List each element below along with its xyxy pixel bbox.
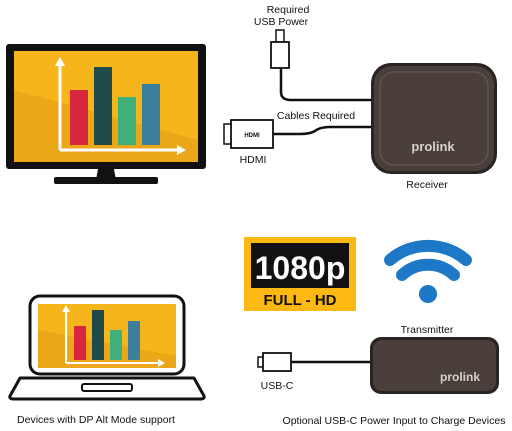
receiver-box-icon: prolink <box>371 63 497 174</box>
cables-required-label: Cables Required <box>277 110 355 122</box>
hdmi-plug-body <box>230 119 274 149</box>
wifi-dot <box>419 285 437 303</box>
laptop-bar-red <box>74 326 86 360</box>
wifi-arc-outer <box>384 239 472 266</box>
usb-power-cable <box>279 68 385 102</box>
hdmi-cable <box>273 125 385 136</box>
receiver-bevel <box>379 71 489 166</box>
monitor-base <box>54 177 158 184</box>
transmitter-label: Transmitter <box>401 324 454 336</box>
chart-y-axis-arrow <box>55 57 65 66</box>
laptop-chart-y-arrow <box>62 305 70 312</box>
chart-x-axis-arrow <box>177 145 186 155</box>
wifi-icon <box>384 239 472 303</box>
wifi-arc-middle <box>396 258 460 281</box>
chart-bar-green <box>118 97 136 145</box>
laptop-bar-green <box>110 330 122 360</box>
chart-bar-blue <box>142 84 160 145</box>
usb-plug-icon <box>270 29 290 69</box>
full-hd-badge: 1080p FULL - HD <box>244 237 356 311</box>
receiver-body <box>374 66 494 171</box>
transmitter-body <box>373 340 496 391</box>
usbc-plug-body <box>262 352 292 372</box>
transmitter-logo: prolink <box>440 370 480 384</box>
receiver-logo: prolink <box>411 139 455 154</box>
devices-caption: Devices with DP Alt Mode support <box>17 414 175 426</box>
laptop-touchpad <box>81 383 133 392</box>
chart-bar-red <box>70 90 88 145</box>
required-usb-power-label-2: USB Power <box>254 16 309 28</box>
laptop-chart-x-arrow <box>158 359 165 367</box>
usb-plug-tip <box>275 29 285 43</box>
optional-power-label: Optional USB-C Power Input to Charge Dev… <box>283 415 506 427</box>
hdmi-plug-icon: HDMI <box>223 119 274 149</box>
required-usb-power-label-1: Required <box>267 4 310 16</box>
receiver-label: Receiver <box>406 179 448 191</box>
laptop-icon <box>8 294 206 401</box>
laptop-bar-blue <box>128 321 140 360</box>
badge-quality: FULL - HD <box>263 292 336 309</box>
laptop-screen-shadow <box>38 330 176 368</box>
hdmi-plug-text: HDMI <box>244 133 260 139</box>
chart-bar-dark <box>94 67 112 145</box>
badge-resolution: 1080p <box>255 250 346 286</box>
badge-inner <box>251 243 349 288</box>
hdmi-label: HDMI <box>240 154 267 166</box>
usbc-label: USB-C <box>261 380 294 392</box>
usbc-plug-icon <box>257 352 292 372</box>
laptop-bar-dark <box>92 310 104 360</box>
usb-plug-body <box>270 41 290 69</box>
transmitter-dongle-icon: prolink <box>370 337 499 394</box>
monitor-icon <box>6 44 206 184</box>
